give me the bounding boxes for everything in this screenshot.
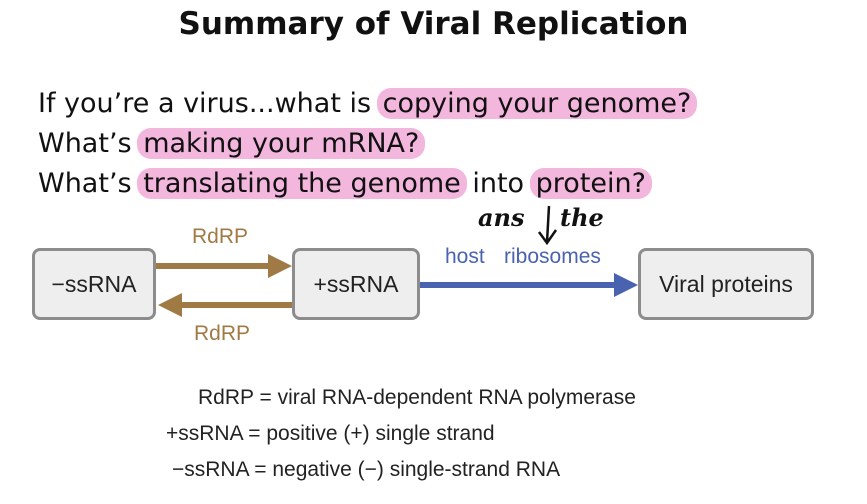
highlight-translating-genome: translating the genome — [137, 168, 467, 199]
rdrp-arrow-backward-head — [158, 293, 182, 317]
host-label: host — [445, 245, 485, 268]
box-viral-proteins: Viral proteins — [638, 248, 814, 320]
question-2-prefix: What’s — [38, 128, 141, 159]
legend-plus-ssrna: +ssRNA = positive (+) single strand — [166, 422, 495, 445]
rdrp-label-top: RdRP — [192, 225, 249, 248]
handwritten-ans: ans — [478, 203, 525, 232]
question-line-2: What’s making your mRNA? — [38, 126, 426, 162]
handwritten-the: the — [560, 203, 604, 232]
question-line-3: What’s translating the genome into prote… — [38, 166, 652, 202]
legend-rdrp: RdRP = viral RNA-dependent RNA polymeras… — [198, 386, 636, 409]
rdrp-arrow-forward-head — [268, 254, 292, 278]
question-line-1: If you’re a virus...what is copying your… — [38, 86, 698, 122]
highlight-copying-genome: copying your genome? — [376, 88, 698, 119]
box-plus-ssrna: +ssRNA — [292, 248, 420, 320]
question-3-prefix: What’s — [38, 168, 141, 199]
rdrp-label-bottom: RdRP — [194, 322, 251, 345]
legend-minus-ssrna: −ssRNA = negative (−) single-strand RNA — [172, 458, 561, 481]
ribosomes-label: ribosomes — [504, 245, 601, 268]
box-minus-ssrna: −ssRNA — [32, 248, 156, 320]
page-title: Summary of Viral Replication — [178, 6, 689, 42]
question-3-middle: into — [463, 168, 533, 199]
handwritten-arrowhead-icon — [537, 229, 558, 246]
ribosome-arrow-head — [614, 273, 638, 297]
highlight-making-mrna: making your mRNA? — [137, 128, 426, 159]
highlight-protein: protein? — [529, 168, 652, 199]
handwritten-arrow-icon — [545, 205, 551, 243]
question-1-prefix: If you’re a virus...what is — [38, 88, 380, 119]
